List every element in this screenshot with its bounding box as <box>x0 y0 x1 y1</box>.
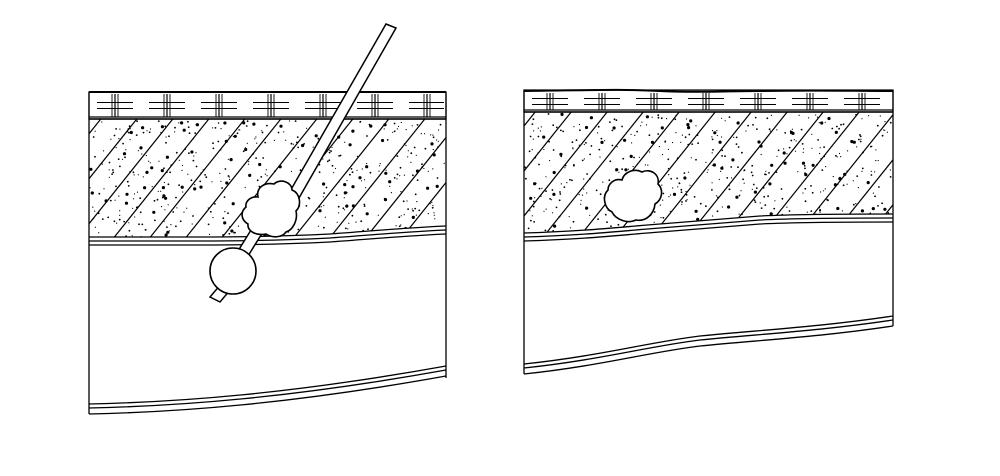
panel-left <box>88 23 447 415</box>
panel-right <box>523 88 894 375</box>
soil-layer-right <box>523 90 894 375</box>
cavity-left <box>241 180 301 238</box>
brick-paving-layer-left <box>88 91 447 120</box>
membrane-layer-right <box>523 213 894 242</box>
membrane-layer-left <box>89 225 447 246</box>
expansion-bulb <box>209 247 257 295</box>
concrete-hatched-layer-left <box>89 118 446 237</box>
soil-layer-left <box>88 92 447 415</box>
brick-paving-layer-right <box>523 88 894 113</box>
concrete-hatched-layer-right <box>524 111 893 233</box>
cavity-right <box>603 169 663 223</box>
